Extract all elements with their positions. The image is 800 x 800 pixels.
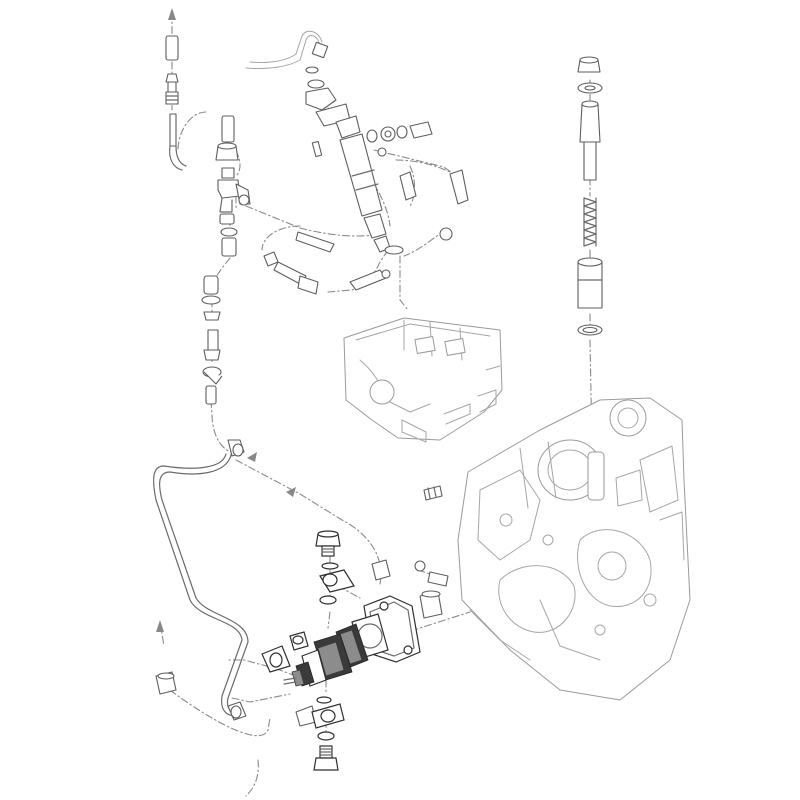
injection-pipe: [153, 439, 249, 721]
flow-arrow-up-icon: [168, 8, 176, 20]
pump-plunger-column: [577, 56, 603, 336]
banjo-bolt-top: [315, 530, 341, 557]
cylinder-head-ghost: [343, 317, 503, 443]
injector-assembly: [245, 30, 469, 295]
lower-fittings: [155, 485, 449, 727]
fuel-return-line-assembly: [165, 35, 251, 405]
banjo-bolt-group: [366, 121, 433, 157]
injection-pump-unit: [261, 530, 421, 771]
crankcase-ghost: [457, 397, 691, 701]
spring-icon: [583, 197, 597, 247]
banjo-bolt-bottom: [313, 745, 339, 771]
